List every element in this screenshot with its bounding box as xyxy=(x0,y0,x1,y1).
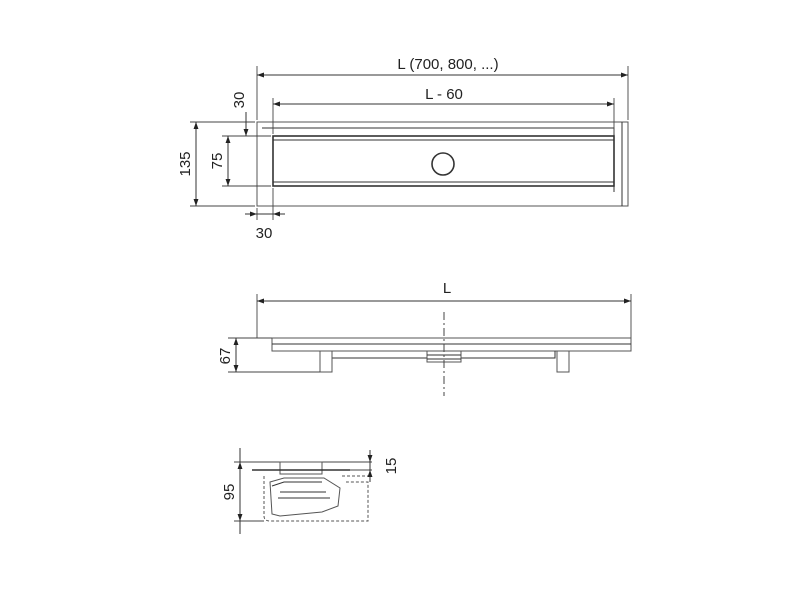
outlet-circle xyxy=(431,152,455,176)
inner-height-label: 75 xyxy=(209,153,226,170)
bottom-offset-label: 30 xyxy=(256,225,273,242)
outer-height-label: 135 xyxy=(177,151,194,176)
drain-channel xyxy=(272,135,615,187)
side-leg-left xyxy=(319,350,333,373)
top-view: L (700, 800, ...) L - 60 30 135 75 30 xyxy=(177,56,629,242)
top-offset-label: 30 xyxy=(231,92,248,109)
side-leg-right xyxy=(556,350,570,373)
section-rim-label: 15 xyxy=(383,458,400,475)
inner-length-label: L - 60 xyxy=(425,86,463,103)
overall-length-label: L (700, 800, ...) xyxy=(397,56,498,73)
section-view: 95 15 xyxy=(221,448,400,534)
section-grate xyxy=(279,461,323,475)
side-height-label: 67 xyxy=(217,348,234,365)
side-length-label: L xyxy=(443,280,451,297)
section-height-label: 95 xyxy=(221,484,238,501)
drain-frame-outline xyxy=(256,121,629,207)
section-outlet xyxy=(269,477,341,517)
section-body-outline xyxy=(263,476,369,522)
side-view: L 67 xyxy=(217,280,632,396)
